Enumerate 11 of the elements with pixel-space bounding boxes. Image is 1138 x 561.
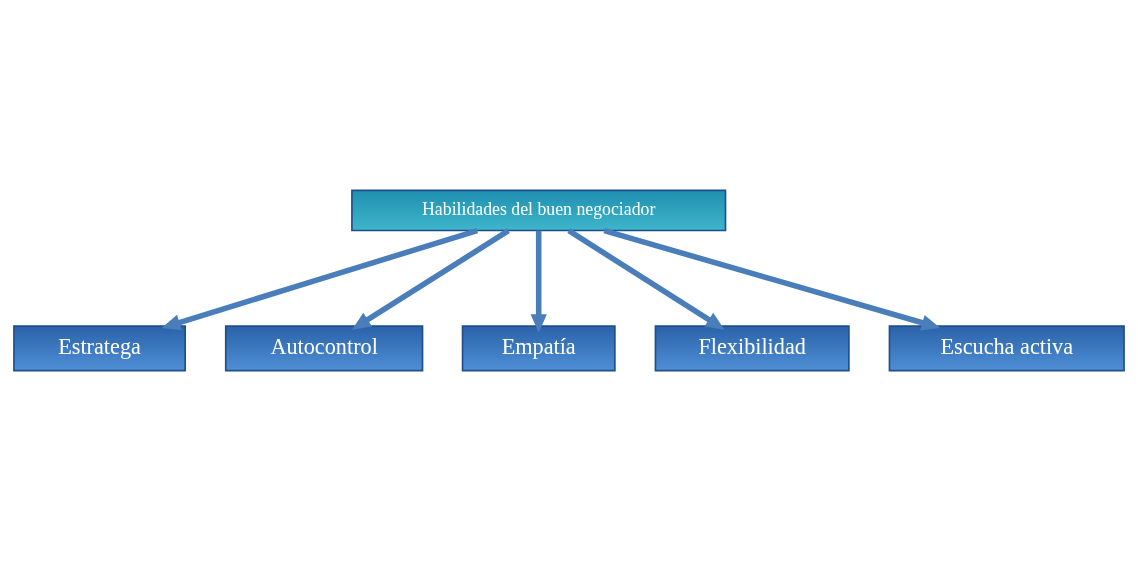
node-box: Estratega — [13, 325, 186, 372]
node-box: Empatía — [461, 325, 616, 372]
node-box: Habilidades del buen negociador — [351, 189, 727, 232]
arrow — [351, 228, 510, 330]
node-box: Flexibilidad — [654, 325, 850, 372]
node-box: Escucha activa — [888, 325, 1125, 372]
arrow — [603, 227, 941, 331]
arrow — [161, 227, 478, 331]
node-box: Autocontrol — [224, 325, 424, 372]
arrow — [530, 230, 547, 333]
arrow — [567, 228, 725, 330]
